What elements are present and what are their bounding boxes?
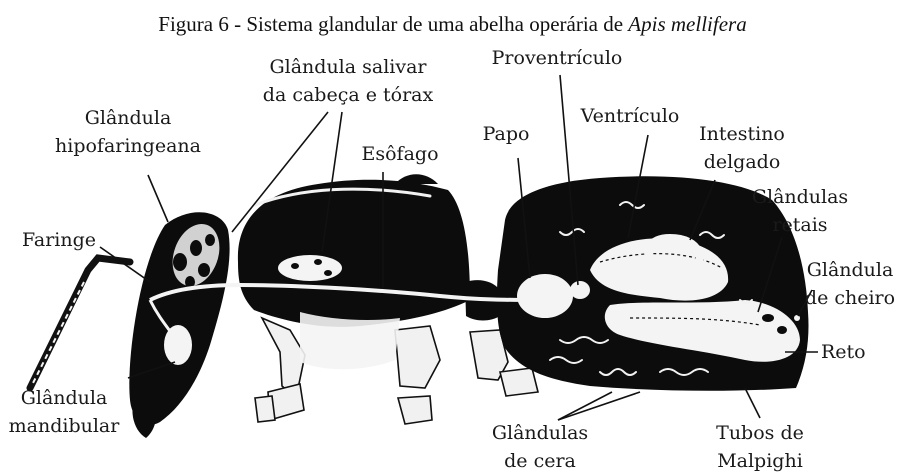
label-retais-line2: retais — [772, 214, 827, 236]
bee-illustration — [30, 174, 809, 438]
label-hipofaringeana-line1: Glândula — [85, 107, 172, 129]
abdomen — [497, 176, 809, 391]
thorax — [238, 174, 470, 369]
head — [129, 212, 229, 438]
label-ventriculo: Ventrículo — [580, 105, 680, 127]
label-papo: Papo — [483, 123, 530, 145]
label-malpighi-line1: Tubos de — [716, 422, 804, 444]
label-faringe: Faringe — [22, 229, 96, 251]
label-mandibular-line1: Glândula — [21, 387, 108, 409]
label-mandibular-line2: mandibular — [9, 415, 121, 437]
label-esofago: Esôfago — [361, 143, 438, 165]
antenna — [30, 258, 130, 388]
label-intestino-line2: delgado — [704, 151, 781, 173]
label-retais-line1: Glândulas — [752, 186, 848, 208]
label-salivar-line1: Glândula salivar — [269, 56, 427, 78]
label-intestino-line1: Intestino — [699, 123, 785, 145]
label-cheiro-line2: de cheiro — [805, 287, 895, 309]
label-salivar-line2: da cabeça e tórax — [263, 84, 434, 106]
label-cera-line2: de cera — [504, 450, 576, 472]
label-hipofaringeana-line2: hipofaringeana — [55, 135, 201, 157]
label-cheiro-line1: Glândula — [807, 259, 894, 281]
label-cera-line1: Glândulas — [492, 422, 588, 444]
label-reto: Reto — [821, 341, 866, 363]
label-malpighi-line2: Malpighi — [717, 450, 803, 472]
label-proventriculo: Proventrículo — [492, 47, 623, 69]
